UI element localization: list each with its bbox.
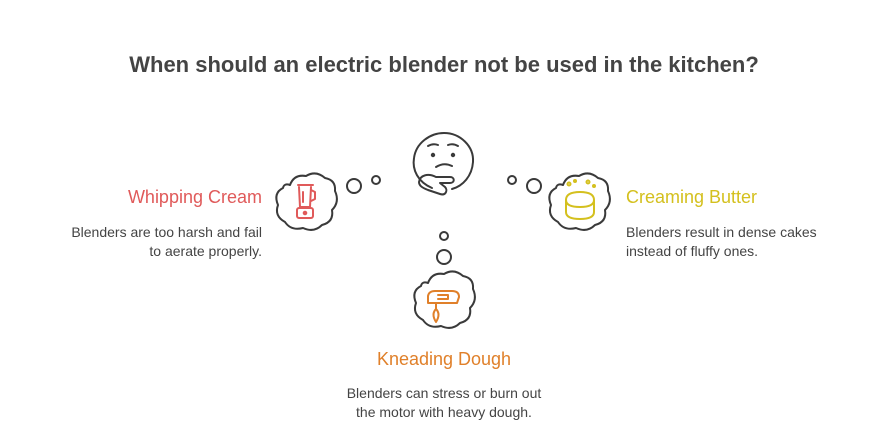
creaming-butter-title: Creaming Butter <box>626 187 758 207</box>
creaming-butter-description: Blenders result in dense cakes instead o… <box>626 223 817 261</box>
whipping-cream-desc-line: to aerate properly. <box>149 243 262 259</box>
kneading-dough-title: Kneading Dough <box>376 349 512 369</box>
whipping-cream-title: Whipping Cream <box>127 187 262 207</box>
kneading-dough-desc-line: Blenders can stress or burn out <box>346 385 542 401</box>
blender-icon <box>296 184 316 219</box>
diagram-title: When should an electric blender not be u… <box>129 52 759 77</box>
creaming-butter-bubble <box>548 172 611 231</box>
kneading-dough-description: Blenders can stress or burn out the moto… <box>0 384 888 422</box>
whipping-cream-description: Blenders are too harsh and fail to aerat… <box>71 223 262 261</box>
whipping-cream-desc-line: Blenders are too harsh and fail <box>71 224 262 240</box>
whipping-cream-bubble <box>275 172 338 231</box>
hand-mixer-icon <box>427 290 460 323</box>
creaming-butter-desc-line: Blenders result in dense cakes <box>626 224 817 240</box>
butter-icon <box>565 179 596 220</box>
kneading-dough-bubble <box>413 270 476 329</box>
creaming-butter-desc-line: instead of fluffy ones. <box>626 243 759 259</box>
thinking-face-icon <box>412 132 475 196</box>
kneading-dough-desc-line: the motor with heavy dough. <box>356 404 532 420</box>
thought-dots <box>346 175 542 265</box>
